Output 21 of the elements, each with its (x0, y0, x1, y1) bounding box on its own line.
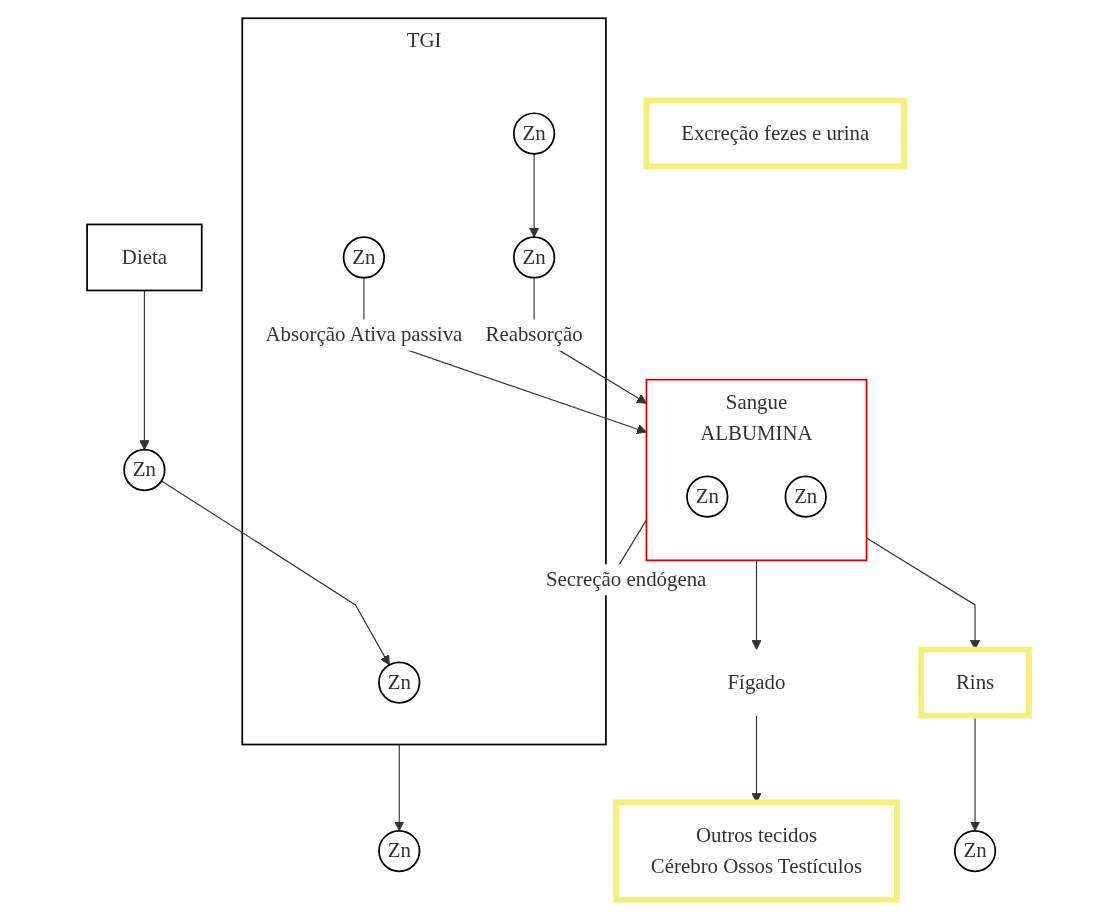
node-circle: Zn (342, 236, 385, 279)
edge-label: Reabsorção (485, 322, 583, 347)
node-circle: Zn (123, 448, 166, 492)
node-circle: Zn (512, 236, 556, 279)
node-circle: Zn (686, 475, 729, 518)
arrow (751, 559, 762, 650)
node-box: Excreção fezes e urina (643, 97, 907, 170)
node-circle: Zn (784, 475, 827, 518)
arrow (139, 289, 150, 451)
node-box: Dieta (86, 223, 203, 292)
node-circle: Zn (378, 829, 421, 873)
edge-label: Absorção Ativa passiva (265, 322, 463, 347)
node-circle: Zn (953, 829, 997, 873)
node-circle: Zn (512, 112, 556, 155)
arrow (529, 153, 540, 238)
node-box: Outros tecidos Cérebro Ossos Testículos (613, 799, 900, 903)
arrow (394, 743, 405, 832)
arrow (160, 480, 390, 666)
node-box: Rins (918, 646, 1032, 719)
node-circle: Zn (378, 661, 421, 704)
node-text: Fígado (727, 670, 786, 694)
